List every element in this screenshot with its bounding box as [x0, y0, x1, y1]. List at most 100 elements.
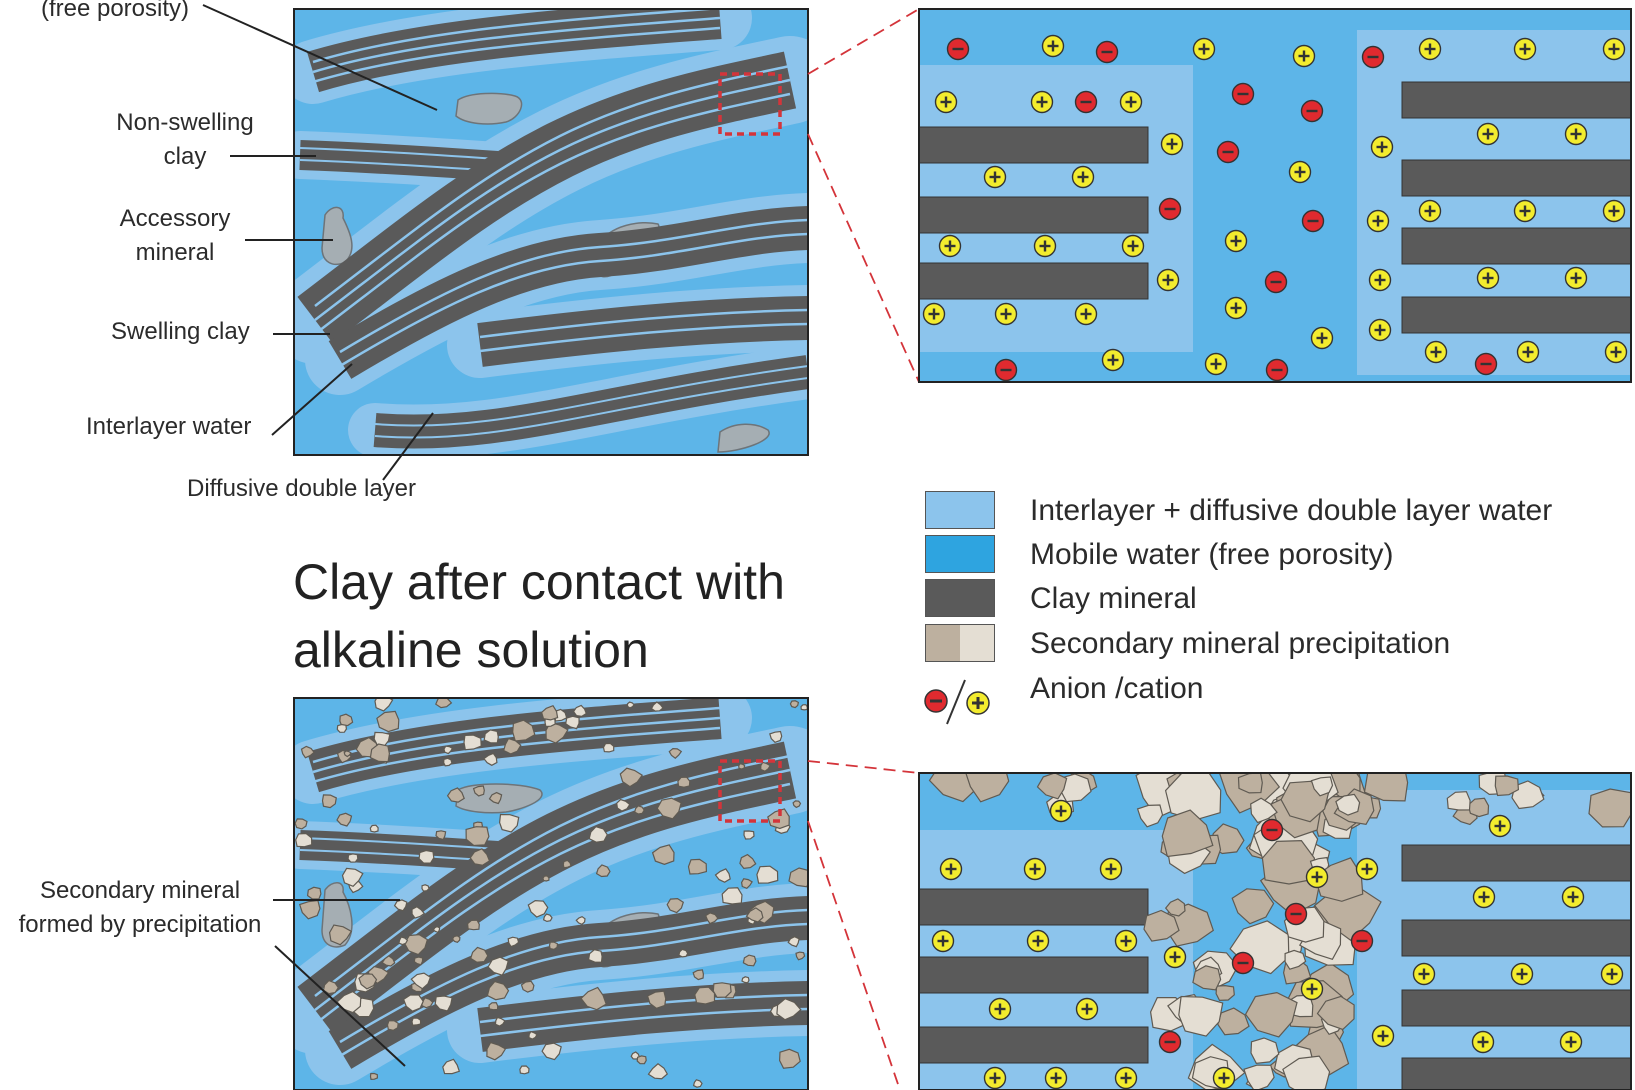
ions [931, 799, 1624, 1090]
cation-icon [1476, 266, 1500, 290]
precipitate-grain [487, 956, 509, 976]
precipitate-grain [519, 1065, 530, 1075]
precipitate-grain [393, 899, 408, 912]
precipitate-grain [339, 713, 354, 727]
precipitate-grain [580, 986, 607, 1011]
cation-icon [939, 857, 963, 881]
panel-zoom-before [919, 9, 1631, 382]
precipitate-grain [512, 719, 536, 742]
cation-icon [1041, 34, 1065, 58]
panel-zoom-after [919, 773, 1631, 1090]
cation-icon [1071, 165, 1095, 189]
legend-label: Secondary mineral precipitation [1030, 627, 1451, 660]
cation-icon [994, 302, 1018, 326]
cation-icon [1371, 1024, 1395, 1048]
precipitate-grain [443, 745, 454, 755]
precipitate-grain [502, 737, 522, 755]
precipitate-grain [778, 1048, 801, 1069]
precipitate-grain [469, 946, 489, 963]
cation-icon [1156, 268, 1180, 292]
legend-item-ions: Anion /cation [925, 667, 1203, 709]
precipitate-grain [740, 878, 753, 890]
accessory-mineral [321, 206, 353, 266]
cation-icon [1370, 135, 1394, 159]
precipitate-grain [434, 995, 453, 1012]
zoom-connector [807, 8, 920, 75]
precipitate-grain [306, 886, 322, 900]
precipitate-grain [602, 742, 615, 753]
precipitate-grain [358, 973, 378, 990]
precipitate-grain [432, 925, 441, 934]
cation-icon [1488, 814, 1512, 838]
precipitate-grain [692, 969, 705, 981]
precipitate-grain [483, 729, 499, 744]
cation-icon [1368, 268, 1392, 292]
leader-line [271, 363, 353, 436]
precipitate-grain [587, 949, 603, 963]
precipitate-grain [651, 844, 675, 865]
precipitate-grain [463, 734, 482, 751]
cation-icon [1163, 945, 1187, 969]
cation-icon [1114, 1066, 1138, 1090]
precipitate-grain [656, 797, 682, 820]
cation-icon [1513, 37, 1537, 61]
legend-item-precipitation: Secondary mineral precipitation [925, 622, 1450, 664]
precipitate-grain [1446, 791, 1471, 811]
legend-swatch [925, 624, 995, 662]
legend-swatch [925, 491, 995, 529]
precipitate-grain [418, 849, 435, 864]
label-accessory-line2: mineral [135, 239, 215, 266]
precipitate-grain [541, 1042, 562, 1061]
label-secondary-line2: formed by precipitation [18, 911, 262, 938]
cation-icon [1023, 857, 1047, 881]
heading-line2: alkaline solution [293, 622, 649, 678]
cation-icon [1305, 865, 1329, 889]
cation-icon [1476, 122, 1500, 146]
precipitate-grain [787, 936, 800, 948]
legend-swatch [925, 579, 995, 617]
cation-icon [1119, 90, 1143, 114]
cation-icon [1099, 857, 1123, 881]
precipitate-grain [616, 798, 631, 812]
cation-icon [1559, 1030, 1583, 1054]
precipitate-grain [542, 913, 553, 923]
precipitate-grain [410, 972, 432, 990]
clay-sheet [1401, 227, 1631, 265]
precipitate-grain [376, 710, 400, 733]
precipitate-grain [788, 867, 808, 888]
cation-icon [1310, 326, 1334, 350]
precipitate-grain [714, 868, 731, 883]
anion-icon [1231, 951, 1255, 975]
precipitate-grain [1511, 780, 1545, 810]
precipitate-grain [494, 1016, 506, 1027]
anion-icon [1158, 197, 1182, 221]
precipitate-grain [1136, 804, 1164, 828]
clay-sheet [919, 262, 1149, 300]
cation-icon [1101, 348, 1125, 372]
precipitate-grain [336, 723, 348, 733]
precipitate-grain [328, 924, 353, 946]
precipitate-grain [666, 897, 685, 914]
precipitate-grain [1143, 909, 1180, 942]
precipitate-grain [928, 773, 979, 803]
cation-icon [1044, 1066, 1068, 1090]
cation-icon [1510, 962, 1534, 986]
precipitate-grain [742, 954, 757, 967]
anion-icon [946, 37, 970, 61]
precipitate-grain [298, 899, 321, 920]
cation-icon [1121, 234, 1145, 258]
cation-icon [1564, 266, 1588, 290]
cation-icon [1030, 90, 1054, 114]
precipitate-grain [767, 808, 790, 830]
precipitate-grain [486, 980, 510, 1001]
label-non-swelling-line1: Non-swelling [116, 109, 254, 136]
label-swelling-clay: Swelling clay [111, 318, 250, 345]
cation-icon [1160, 132, 1184, 156]
anion-icon [1095, 40, 1119, 64]
precipitate-grain [756, 865, 779, 884]
precipitate-grain [562, 859, 572, 869]
cation-icon [1366, 209, 1390, 233]
precipitate-grain [540, 704, 559, 721]
legend-item-clay: Clay mineral [925, 577, 1197, 619]
zoom-box [718, 72, 782, 136]
